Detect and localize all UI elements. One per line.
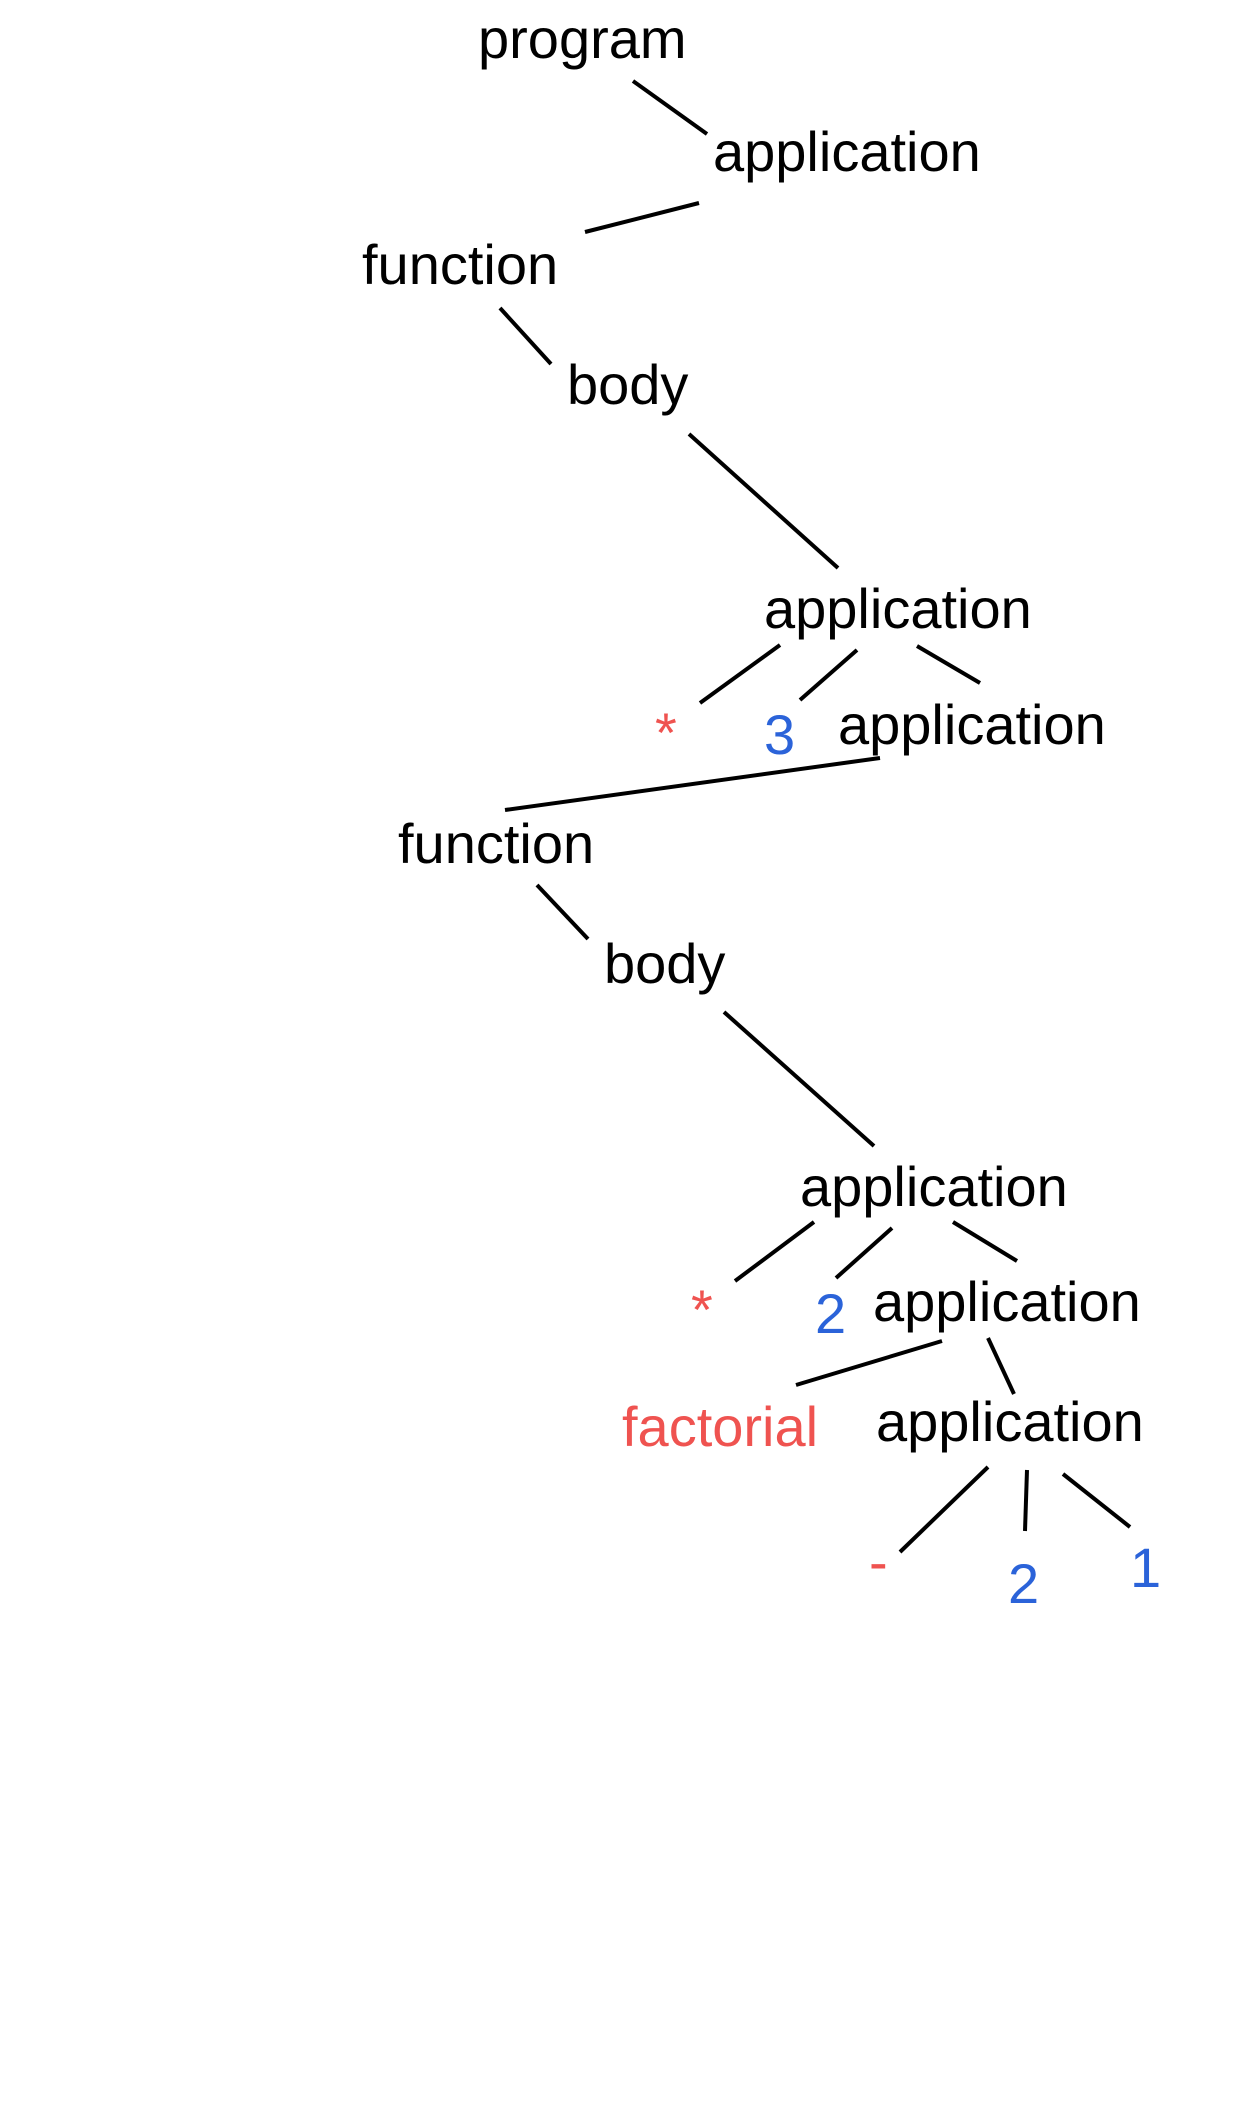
edge-program-to-app1 bbox=[631, 79, 709, 136]
tree-node-app1: application bbox=[713, 120, 981, 183]
tree-node-app5: application bbox=[873, 1270, 1141, 1333]
edge-app2-to-op1 bbox=[698, 643, 782, 705]
edge-app2-to-app3 bbox=[915, 644, 982, 685]
tree-nodes: programapplicationfunctionbodyapplicatio… bbox=[362, 7, 1161, 1615]
edge-app5-to-app6 bbox=[986, 1337, 1016, 1395]
tree-node-app4: application bbox=[800, 1155, 1068, 1218]
tree-node-app6: application bbox=[876, 1390, 1144, 1453]
edge-app6-to-minus bbox=[898, 1465, 990, 1554]
edge-app2-to-lit3 bbox=[798, 648, 859, 702]
tree-node-body2: body bbox=[604, 932, 725, 995]
edge-app1-to-func1 bbox=[584, 201, 700, 234]
tree-node-lit2b: 2 bbox=[1008, 1552, 1039, 1615]
tree-node-app2: application bbox=[764, 577, 1032, 640]
tree-edges bbox=[498, 79, 1132, 1554]
tree-node-lit2a: 2 bbox=[815, 1282, 846, 1345]
edge-func1-to-body1 bbox=[498, 306, 553, 366]
edge-app5-to-fact bbox=[795, 1339, 943, 1387]
tree-node-app3: application bbox=[838, 693, 1106, 756]
tree-node-lit3: 3 bbox=[764, 703, 795, 766]
tree-node-lit1: 1 bbox=[1130, 1536, 1161, 1599]
tree-node-minus: - bbox=[869, 1530, 888, 1593]
edge-app3-to-func2 bbox=[504, 756, 881, 812]
tree-node-op1: * bbox=[655, 701, 677, 764]
edge-app6-to-lit2b bbox=[1023, 1469, 1029, 1532]
edge-body2-to-app4 bbox=[722, 1010, 876, 1148]
edge-app4-to-app5 bbox=[951, 1220, 1019, 1263]
edge-app4-to-op2 bbox=[733, 1220, 816, 1283]
tree-node-func1: function bbox=[362, 233, 558, 296]
tree-node-func2: function bbox=[398, 812, 594, 875]
tree-node-fact: factorial bbox=[622, 1395, 818, 1458]
tree-node-program: program bbox=[478, 7, 687, 70]
edge-app6-to-lit1 bbox=[1061, 1472, 1132, 1529]
tree-node-body1: body bbox=[567, 353, 688, 416]
edge-body1-to-app2 bbox=[687, 432, 840, 570]
tree-node-op2: * bbox=[691, 1278, 713, 1341]
edge-func2-to-body2 bbox=[535, 883, 590, 941]
edge-app4-to-lit2a bbox=[834, 1226, 894, 1280]
